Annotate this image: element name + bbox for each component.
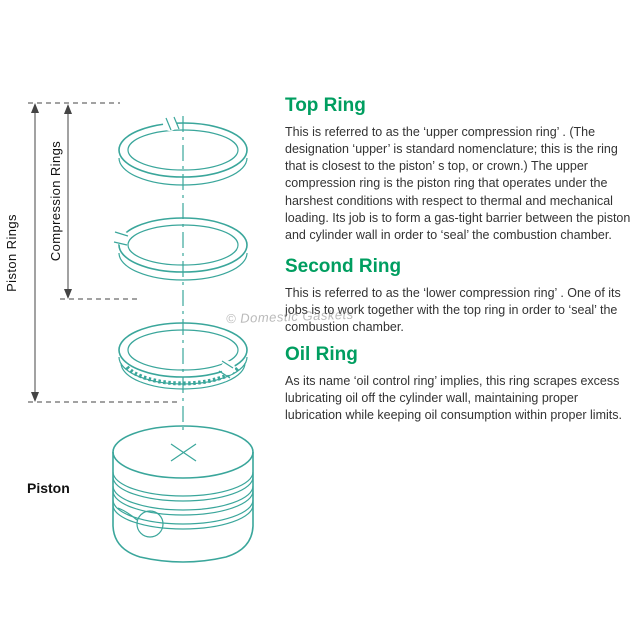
compression-rings-label: Compression Rings <box>48 141 63 261</box>
dimension-compression-rings: Compression Rings <box>48 104 138 300</box>
second-ring-body: This is referred to as the ‘lower compre… <box>285 286 621 335</box>
piston-crown-cross-mark <box>170 443 197 462</box>
section-oil-ring: Oil Ring As its name ‘oil control ring’ … <box>285 344 633 424</box>
oil-ring-drawing <box>118 322 248 390</box>
piston-diagram: Piston Rings Compression Rings <box>4 102 254 563</box>
piston-pin-boss <box>136 510 164 538</box>
top-ring-drawing <box>118 116 248 186</box>
piston-label: Piston <box>27 480 70 496</box>
top-ring-heading: Top Ring <box>285 95 366 116</box>
section-top-ring: Top Ring This is referred to as the ‘upp… <box>285 95 633 244</box>
oil-ring-body: As its name ‘oil control ring’ implies, … <box>285 374 622 423</box>
second-ring-drawing <box>113 217 248 281</box>
section-second-ring: Second Ring This is referred to as the ‘… <box>285 256 633 336</box>
oil-ring-heading: Oil Ring <box>285 344 358 365</box>
top-ring-body: This is referred to as the ‘upper compre… <box>285 125 631 242</box>
piston-drawing <box>112 425 254 563</box>
dimension-piston-rings: Piston Rings <box>4 102 180 403</box>
piston-rings-label: Piston Rings <box>4 214 19 292</box>
second-ring-heading: Second Ring <box>285 256 402 277</box>
